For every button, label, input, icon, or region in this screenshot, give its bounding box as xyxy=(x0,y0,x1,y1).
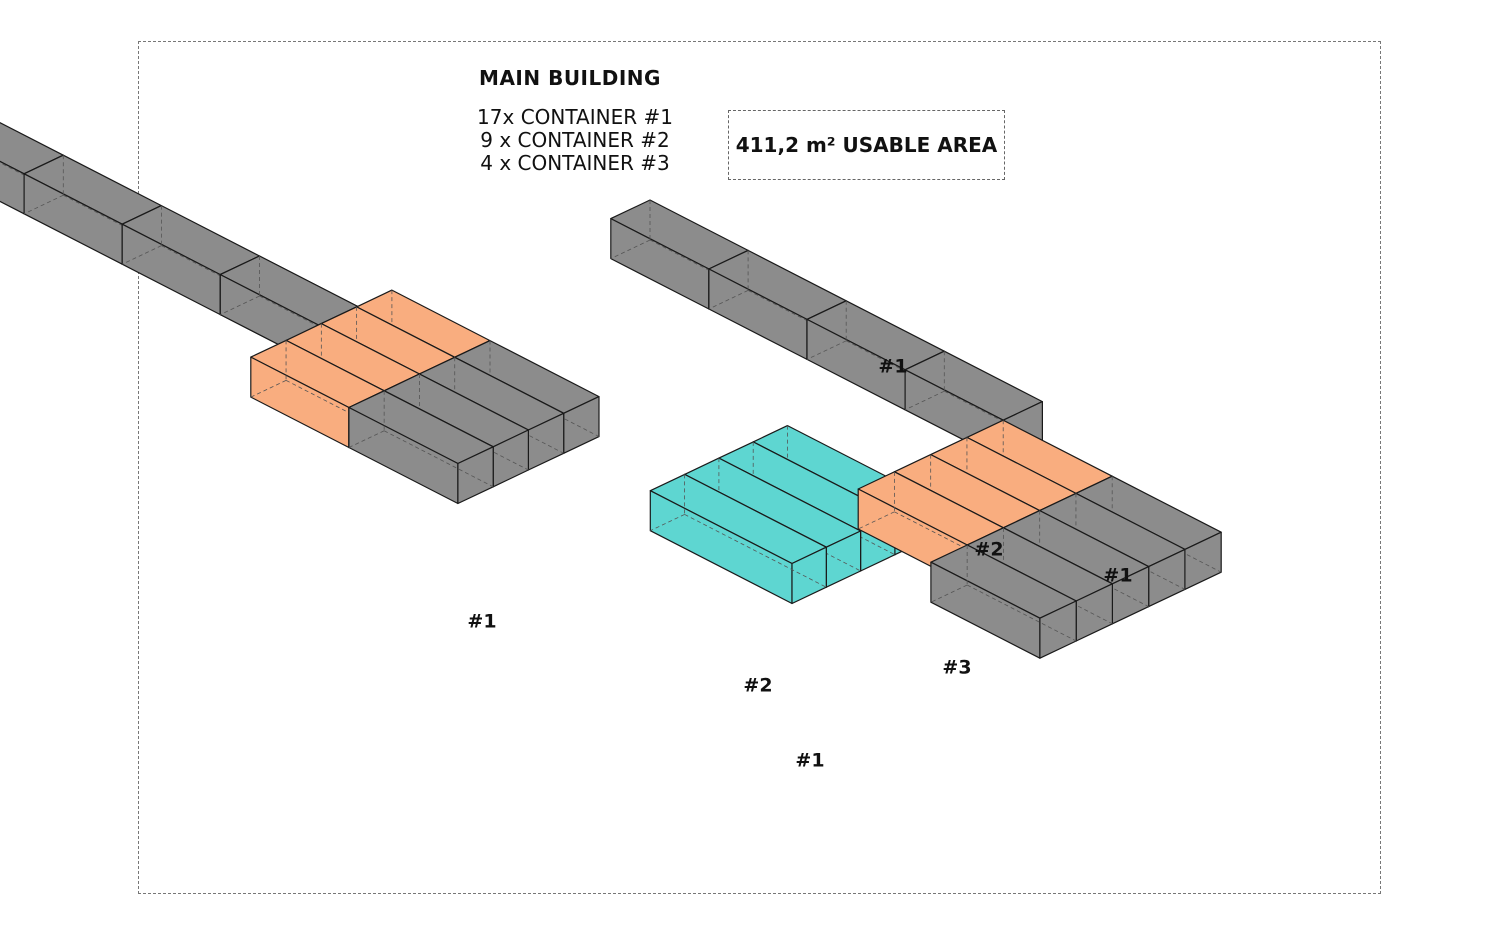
diagram-frame xyxy=(138,41,1381,894)
hidden-edge xyxy=(610,239,651,259)
label-arm-top: #1 xyxy=(878,356,907,378)
label-back-2: #2 xyxy=(974,539,1003,561)
hidden-edge xyxy=(904,390,945,411)
usable-area-box: 411,2 m² USABLE AREA xyxy=(728,110,1005,180)
container-labels: #1 #1 #2 #1 #2 #1 #3 xyxy=(467,356,1132,772)
hidden-edge xyxy=(650,514,685,532)
container-1-box xyxy=(348,390,494,505)
building-title: MAIN BUILDING xyxy=(479,66,661,90)
label-back-1: #1 xyxy=(1103,565,1132,587)
count-container-1: 17x CONTAINER #1 xyxy=(477,105,673,129)
container-3-box xyxy=(649,473,827,605)
hidden-edge xyxy=(806,340,847,360)
label-front-2: #2 xyxy=(743,675,772,697)
hidden-edge xyxy=(23,194,64,215)
label-front-1: #1 xyxy=(795,750,824,772)
container-1-box xyxy=(930,544,1077,659)
label-arm-left: #1 xyxy=(467,611,496,633)
count-container-2: 9 x CONTAINER #2 xyxy=(480,128,670,152)
hidden-edge xyxy=(122,245,162,265)
container-side-face xyxy=(1039,600,1077,659)
container-counts: 17x CONTAINER #1 9 x CONTAINER #2 4 x CO… xyxy=(420,106,730,175)
hidden-edge xyxy=(708,290,749,310)
usable-area-text: 411,2 m² USABLE AREA xyxy=(735,133,998,157)
container-side-face xyxy=(791,546,827,605)
count-container-3: 4 x CONTAINER #3 xyxy=(480,151,670,175)
container-blocks xyxy=(0,122,1222,659)
hidden-edge xyxy=(684,514,827,588)
container-side-face xyxy=(457,446,494,505)
label-middle-3: #3 xyxy=(942,657,971,679)
hidden-edge xyxy=(220,295,260,315)
